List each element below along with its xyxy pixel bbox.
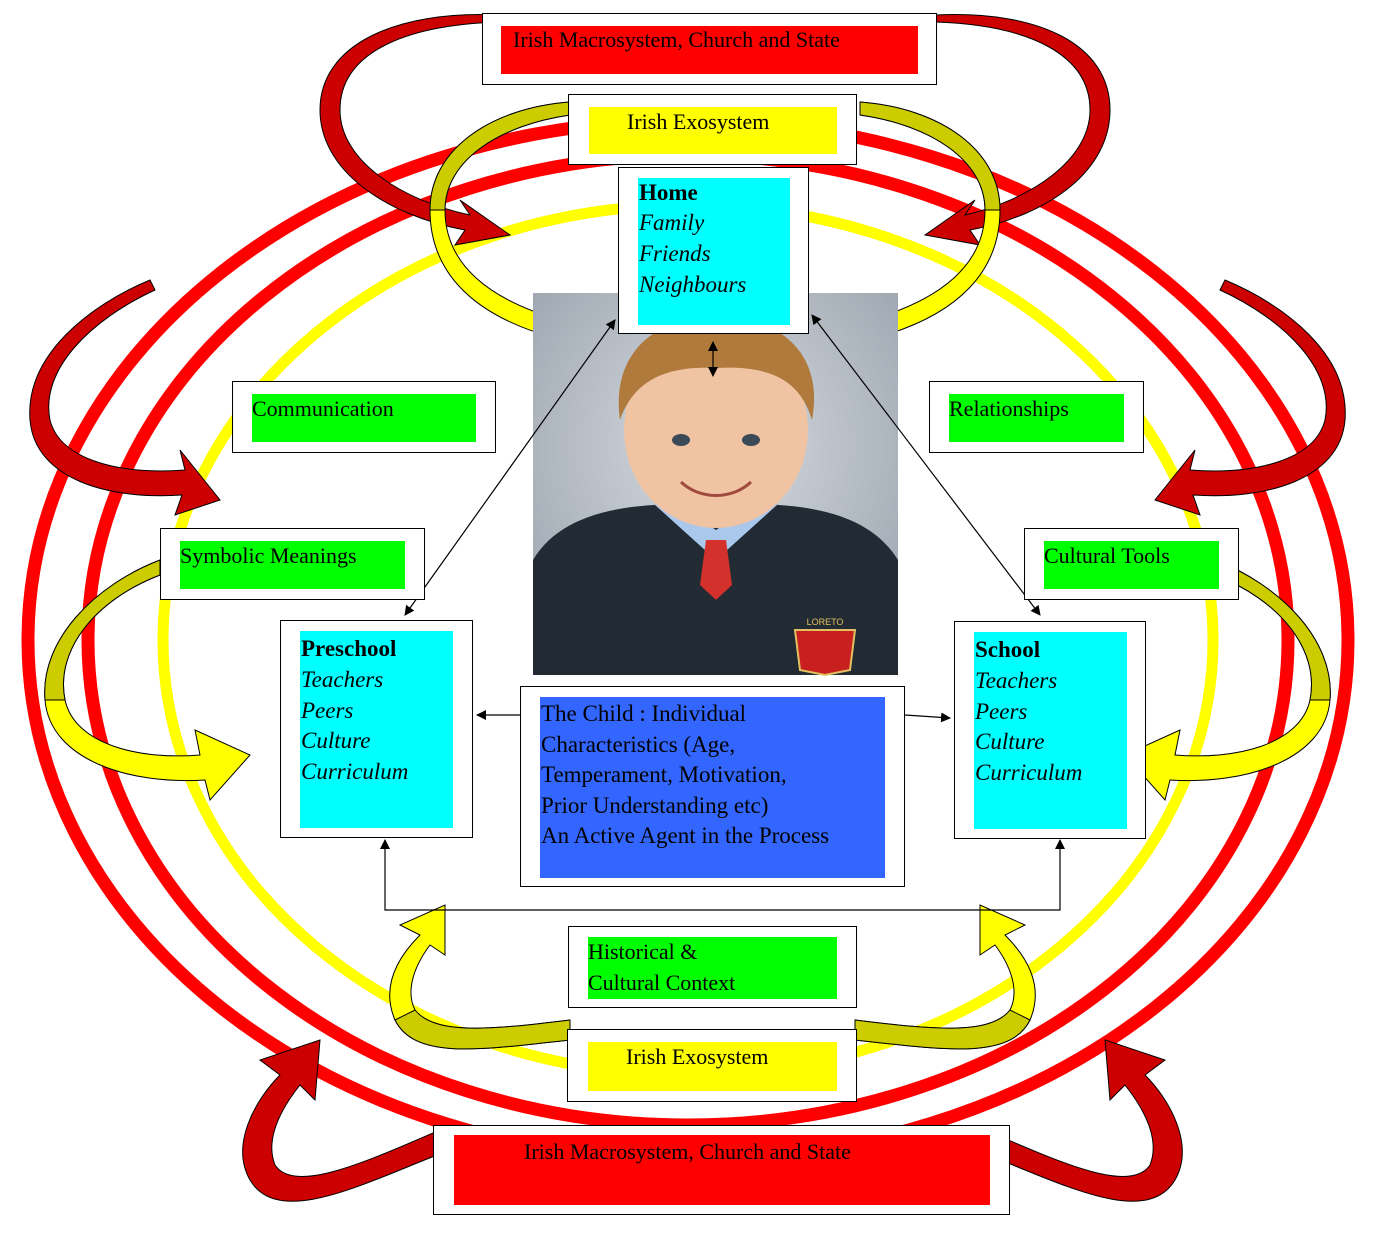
communication-fill <box>252 394 476 442</box>
school-item-peers: Peers <box>975 699 1028 724</box>
macro-label-top: Irish Macrosystem, Church and State <box>513 27 840 52</box>
exo-arrow-bottom-right <box>854 904 1036 1050</box>
connector-child-school <box>904 712 951 723</box>
exo-fill-top <box>589 107 837 154</box>
macro-arrow-bottom-right <box>974 1039 1183 1202</box>
exo-arrow-left <box>44 559 251 802</box>
home-fill <box>638 178 790 325</box>
communication-box: Communication <box>232 381 496 453</box>
connector-preschool-school <box>380 839 1065 911</box>
exo-box-bottom: Irish Exosystem <box>567 1029 857 1102</box>
relationships-label: Relationships <box>949 396 1069 421</box>
macro-box-bottom: Irish Macrosystem, Church and State <box>433 1125 1010 1215</box>
photo-badge-text: LORETO <box>807 617 844 627</box>
exo-fill-bottom <box>588 1042 837 1091</box>
macro-fill-top <box>501 26 918 74</box>
historical-context-line-1: Historical & <box>588 939 698 964</box>
relationships-box: Relationships <box>929 381 1144 453</box>
cultural-tools-label: Cultural Tools <box>1044 543 1170 568</box>
child-box: The Child : Individual Characteristics (… <box>520 686 905 887</box>
macro-arrow-right <box>1154 279 1346 516</box>
communication-label: Communication <box>252 396 394 421</box>
preschool-box: Preschool Teachers Peers Culture Curricu… <box>280 620 473 838</box>
preschool-item-culture: Culture <box>301 728 371 753</box>
preschool-heading: Preschool <box>301 636 397 661</box>
child-line-1: The Child : Individual <box>541 701 747 726</box>
macro-arrow-top-right <box>923 14 1111 246</box>
cultural-tools-fill <box>1044 541 1219 589</box>
home-box: Home Family Friends Neighbours <box>618 167 809 334</box>
macro-label-bottom: Irish Macrosystem, Church and State <box>524 1139 851 1164</box>
home-item-neighbours: Neighbours <box>639 272 747 297</box>
child-line-5: An Active Agent in the Process <box>541 823 830 848</box>
school-item-teachers: Teachers <box>975 668 1058 693</box>
child-fill <box>540 697 885 878</box>
preschool-item-curriculum: Curriculum <box>301 759 409 784</box>
school-heading: School <box>975 637 1041 662</box>
school-item-culture: Culture <box>975 729 1045 754</box>
child-photo: LORETO <box>533 293 898 677</box>
macro-arrow-left <box>29 279 221 516</box>
home-item-family: Family <box>639 210 705 235</box>
exo-label-top: Irish Exosystem <box>627 109 770 134</box>
preschool-fill <box>300 631 453 828</box>
exo-arrow-bottom-left <box>389 904 571 1050</box>
historical-context-box: Historical & Cultural Context <box>568 926 857 1008</box>
exo-box-top: Irish Exosystem <box>568 94 857 165</box>
macro-arrow-bottom-left <box>242 1039 451 1202</box>
preschool-item-peers: Peers <box>301 698 354 723</box>
child-line-2: Characteristics (Age, <box>541 732 736 757</box>
school-box: School Teachers Peers Culture Curriculum <box>954 621 1146 839</box>
historical-context-fill <box>588 937 837 999</box>
home-heading: Home <box>639 180 698 205</box>
home-item-friends: Friends <box>639 241 711 266</box>
exo-label-bottom: Irish Exosystem <box>626 1044 769 1069</box>
symbolic-meanings-fill <box>180 541 405 589</box>
historical-context-line-2: Cultural Context <box>588 970 736 995</box>
macro-fill-bottom <box>454 1135 990 1205</box>
child-line-4: Prior Understanding etc) <box>541 793 769 818</box>
connector-lines <box>380 314 1065 911</box>
symbolic-meanings-box: Symbolic Meanings <box>160 528 425 600</box>
relationships-fill <box>949 394 1124 442</box>
symbolic-meanings-label: Symbolic Meanings <box>180 543 357 568</box>
exo-arrow-top-left <box>429 101 602 357</box>
connector-home-preschool <box>404 319 616 616</box>
macro-arrow-top-left <box>319 14 512 246</box>
macro-box-top: Irish Macrosystem, Church and State <box>482 13 937 85</box>
preschool-item-teachers: Teachers <box>301 667 384 692</box>
school-fill <box>974 632 1127 829</box>
school-item-curriculum: Curriculum <box>975 760 1083 785</box>
connector-home-school <box>811 314 1041 616</box>
cultural-tools-box: Cultural Tools <box>1024 528 1239 600</box>
child-line-3: Temperament, Motivation, <box>541 762 787 787</box>
